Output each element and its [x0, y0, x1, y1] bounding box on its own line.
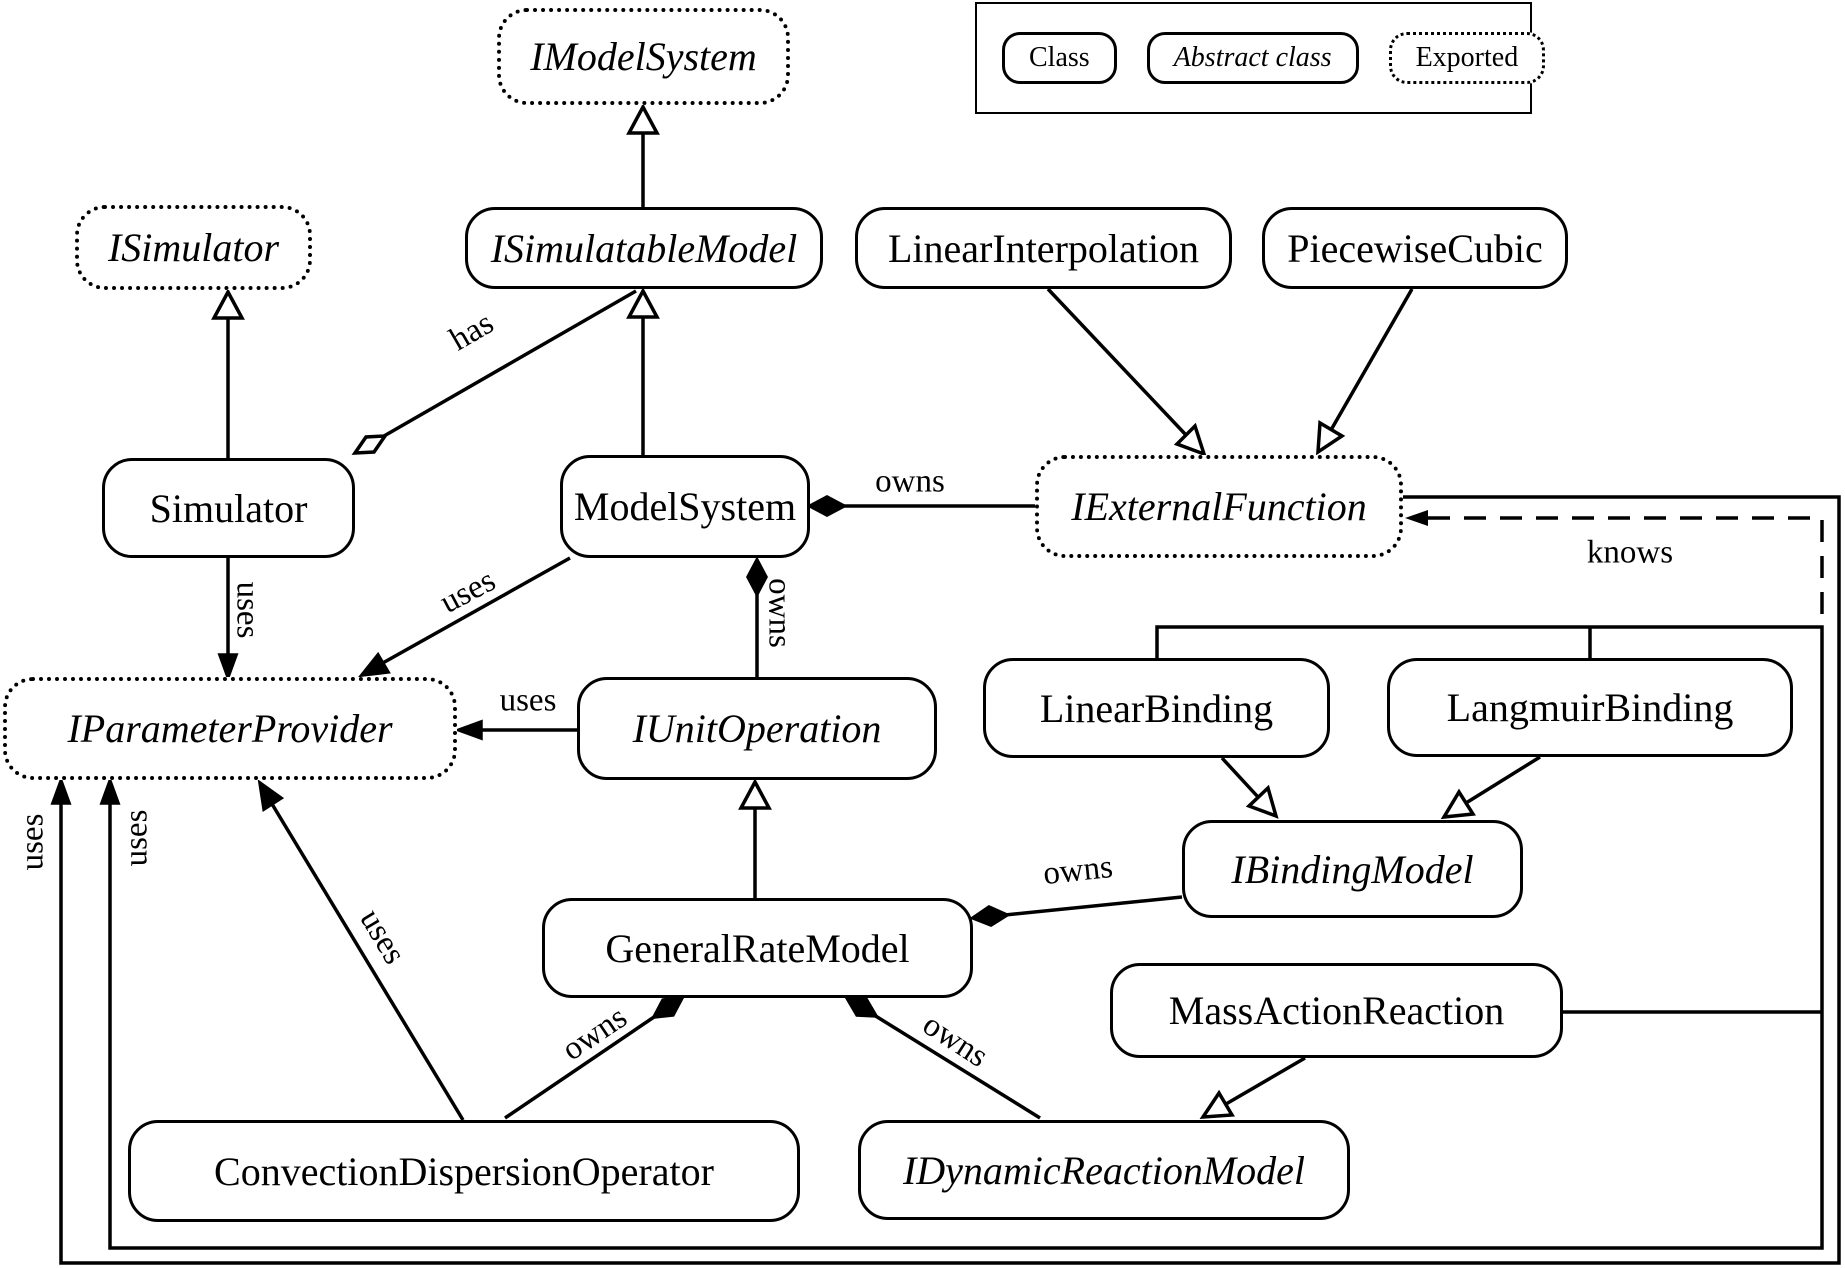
node-massactionreaction: MassActionReaction — [1110, 963, 1563, 1058]
edge-piecewisecubic-iexternalfunction — [1316, 288, 1414, 456]
node-iexternalfunction: IExternalFunction — [1035, 455, 1403, 558]
node-iunitoperation: IUnitOperation — [577, 677, 937, 780]
node-isimulator: ISimulator — [75, 205, 312, 290]
edge-modelsystem-uses-iparameterprovider — [357, 556, 571, 678]
edge-modelsystem-isimulatablemodel — [626, 287, 660, 455]
edge-label-uses-5: uses — [499, 682, 557, 719]
node-langmuirbinding: LangmuirBinding — [1387, 658, 1793, 757]
node-ibindingmodel: IBindingModel — [1182, 820, 1523, 918]
edge-simulator-uses-iparameterprovider — [217, 558, 239, 683]
node-generalratemodel: GeneralRateModel — [542, 898, 973, 998]
node-iparameterprovider: IParameterProvider — [3, 677, 457, 780]
edge-label-uses-11: uses — [14, 813, 51, 871]
edge-modelsystem-owns-iunitoperation — [746, 556, 768, 677]
edge-generalratemodel-iunitoperation — [738, 778, 772, 898]
node-imodelsystem: IModelSystem — [497, 8, 790, 105]
legend-item-abstract: Abstract class — [1146, 32, 1359, 84]
node-simulator: Simulator — [102, 458, 355, 558]
node-convectiondispersionoperator: ConvectionDispersionOperator — [128, 1120, 800, 1222]
edge-label-uses-3: uses — [229, 581, 266, 639]
edge-generalratemodel-owns-idynamicreactionmodel — [843, 996, 1041, 1120]
edge-generalratemodel-owns-convectiondispersionoperator — [504, 995, 686, 1120]
edge-label-owns-2: owns — [761, 578, 798, 648]
edge-generalratemodel-owns-ibindingmodel — [969, 895, 1183, 927]
node-idynamicreactionmodel: IDynamicReactionModel — [858, 1120, 1350, 1220]
edge-bindings-knows-iexternalfunction — [1405, 510, 1824, 625]
edge-bindings-uses-iparameterprovider — [99, 625, 1824, 1250]
edge-convectiondispersionoperator-uses-iparameterprovider — [257, 779, 465, 1121]
edge-isimulatablemodel-imodelsystem — [626, 103, 660, 207]
edge-langmuirbinding-ibindingmodel — [1440, 755, 1541, 820]
node-isimulatablemodel: ISimulatableModel — [465, 207, 823, 289]
edge-massactionreaction-idynamicreactionmodel — [1199, 1056, 1306, 1119]
edge-label-owns-6: owns — [1041, 848, 1115, 893]
legend: Class Abstract class Exported — [975, 2, 1546, 114]
edge-iunitoperation-uses-iparameterprovider — [453, 719, 577, 741]
edge-label-owns-1: owns — [875, 463, 945, 500]
edge-label-knows-10: knows — [1586, 534, 1674, 571]
edge-linearinterpolation-iexternalfunction — [1046, 287, 1207, 457]
node-linearbinding: LinearBinding — [983, 658, 1330, 758]
edge-modelsystem-owns-iexternalfunction — [806, 495, 1035, 517]
legend-item-exported: Exported — [1388, 32, 1546, 84]
edge-simulator-isimulator — [211, 288, 245, 458]
edge-simulator-has-isimulatablemodel — [351, 289, 637, 455]
edge-linearbinding-ibindingmodel — [1220, 756, 1279, 819]
legend-item-class: Class — [1002, 32, 1117, 84]
node-linearinterpolation: LinearInterpolation — [855, 207, 1232, 289]
node-modelsystem: ModelSystem — [560, 455, 810, 558]
edge-iexternalfunction-uses-iparameterprovider — [50, 495, 1841, 1265]
node-piecewisecubic: PiecewiseCubic — [1262, 207, 1568, 289]
edge-label-uses-12: uses — [118, 809, 155, 867]
